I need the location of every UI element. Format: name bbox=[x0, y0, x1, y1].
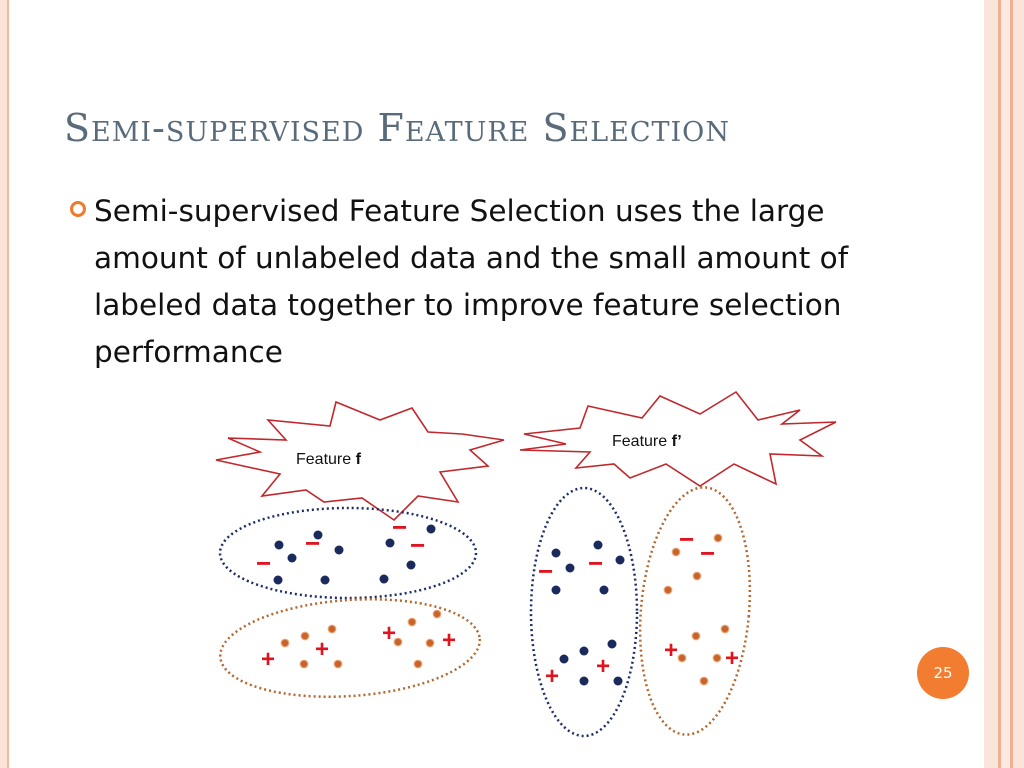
orange-point bbox=[699, 676, 709, 686]
feature-f-label: Feature f bbox=[296, 451, 362, 468]
cluster-ellipse-negative-f bbox=[218, 506, 478, 600]
plus-sign: + bbox=[596, 653, 610, 680]
orange-point bbox=[712, 653, 722, 663]
navy-point bbox=[579, 646, 589, 656]
navy-point bbox=[287, 553, 297, 563]
left-frame-border bbox=[0, 0, 9, 768]
minus-sign: − bbox=[588, 548, 603, 578]
minus-sign: − bbox=[410, 530, 425, 560]
orange-point bbox=[413, 659, 423, 669]
navy-point bbox=[551, 585, 561, 595]
feature-f-prime-label: Feature f’ bbox=[612, 433, 682, 450]
navy-point bbox=[426, 524, 436, 534]
right-frame-line bbox=[998, 0, 1001, 768]
navy-point bbox=[565, 563, 575, 573]
orange-point bbox=[425, 638, 435, 648]
navy-point bbox=[607, 639, 617, 649]
plus-sign: + bbox=[442, 627, 456, 654]
feature-f-burst bbox=[215, 400, 505, 522]
navy-point bbox=[599, 585, 609, 595]
navy-point bbox=[551, 548, 561, 558]
minus-sign: − bbox=[538, 556, 553, 586]
cluster-ellipse-left-fprime bbox=[529, 486, 639, 738]
navy-point bbox=[579, 676, 589, 686]
orange-point bbox=[432, 609, 442, 619]
orange-point bbox=[671, 547, 681, 557]
plus-sign: + bbox=[725, 645, 739, 672]
navy-point bbox=[615, 555, 625, 565]
navy-point bbox=[385, 538, 395, 548]
navy-points-fprime-left bbox=[551, 540, 625, 686]
right-frame-line bbox=[1010, 0, 1013, 768]
cluster-ellipse-right-fprime bbox=[638, 486, 752, 736]
minus-sign: − bbox=[305, 528, 320, 558]
orange-points-f-bottom bbox=[280, 609, 442, 669]
minus-sign: − bbox=[392, 512, 407, 542]
minus-sign: − bbox=[256, 548, 271, 578]
orange-point bbox=[677, 653, 687, 663]
navy-point bbox=[593, 540, 603, 550]
navy-point bbox=[613, 676, 623, 686]
right-frame-band bbox=[1013, 0, 1024, 768]
orange-points-fprime-right bbox=[663, 533, 730, 686]
navy-point bbox=[334, 545, 344, 555]
navy-point bbox=[379, 574, 389, 584]
navy-point bbox=[273, 575, 283, 585]
plus-sign: + bbox=[382, 620, 396, 647]
orange-point bbox=[713, 533, 723, 543]
orange-point bbox=[299, 659, 309, 669]
plus-sign: + bbox=[261, 646, 275, 673]
orange-point bbox=[692, 571, 702, 581]
navy-point bbox=[320, 575, 330, 585]
orange-point bbox=[333, 659, 343, 669]
plus-sign: + bbox=[315, 636, 329, 663]
navy-point bbox=[274, 540, 284, 550]
minus-sign: − bbox=[700, 538, 715, 568]
right-frame-band bbox=[984, 0, 998, 768]
orange-point bbox=[407, 617, 417, 627]
orange-point bbox=[393, 637, 403, 647]
bullet-text: Semi-supervised Feature Selection uses t… bbox=[94, 194, 849, 369]
orange-point bbox=[691, 631, 701, 641]
plus-sign: + bbox=[664, 637, 678, 664]
orange-point bbox=[300, 631, 310, 641]
plus-labels: + + + + + + + + bbox=[261, 620, 739, 690]
minus-labels: − − − − − − − − bbox=[256, 512, 715, 586]
slide-title: Semi-supervised Feature Selection bbox=[64, 106, 730, 150]
navy-point bbox=[559, 654, 569, 664]
orange-point bbox=[663, 585, 673, 595]
right-frame-band bbox=[1001, 0, 1010, 768]
orange-point bbox=[280, 638, 290, 648]
navy-point bbox=[406, 560, 416, 570]
cluster-ellipse-positive-f bbox=[219, 598, 481, 698]
orange-point bbox=[327, 624, 337, 634]
bullet-circle-icon bbox=[70, 201, 86, 217]
minus-sign: − bbox=[679, 524, 694, 554]
orange-point bbox=[720, 624, 730, 634]
page-number-badge: 25 bbox=[917, 647, 969, 699]
feature-f-prime-burst bbox=[519, 390, 837, 487]
navy-point bbox=[313, 530, 323, 540]
plus-sign: + bbox=[545, 663, 559, 690]
navy-points-f-top bbox=[273, 524, 436, 585]
